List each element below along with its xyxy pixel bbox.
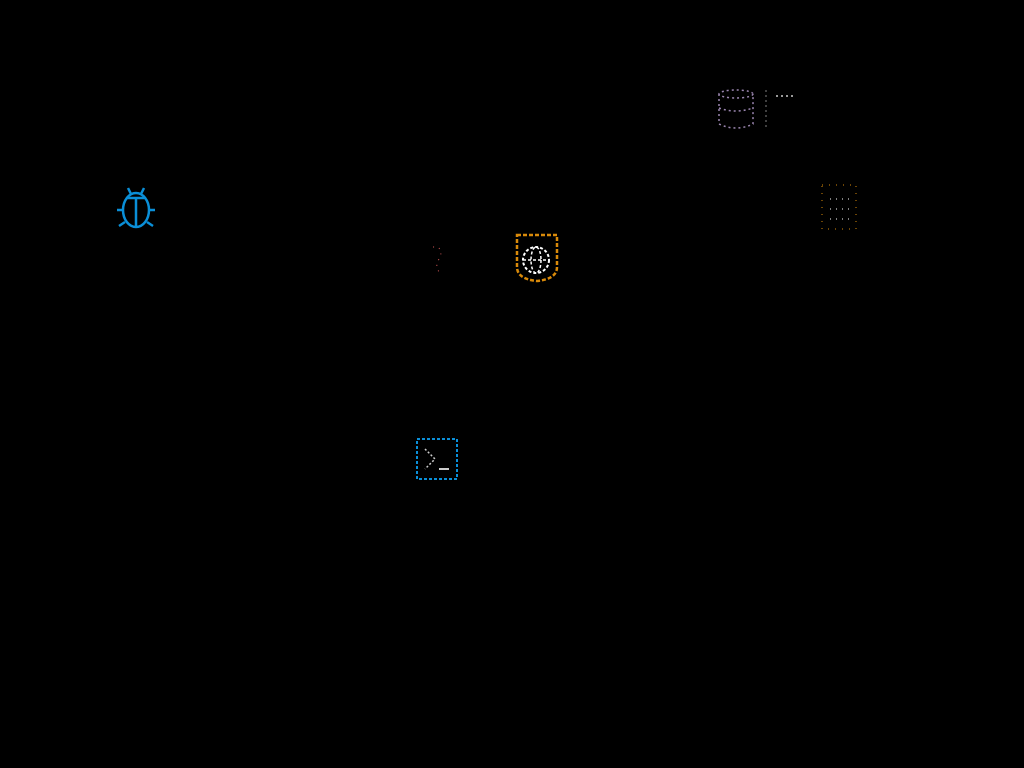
terminal-icon[interactable] xyxy=(415,437,459,481)
database-icon[interactable] xyxy=(716,88,812,132)
bug-icon[interactable] xyxy=(114,184,158,232)
globe-shield-icon[interactable] xyxy=(515,233,559,283)
document-icon[interactable] xyxy=(820,183,860,233)
faint-mark-icon xyxy=(431,243,447,277)
